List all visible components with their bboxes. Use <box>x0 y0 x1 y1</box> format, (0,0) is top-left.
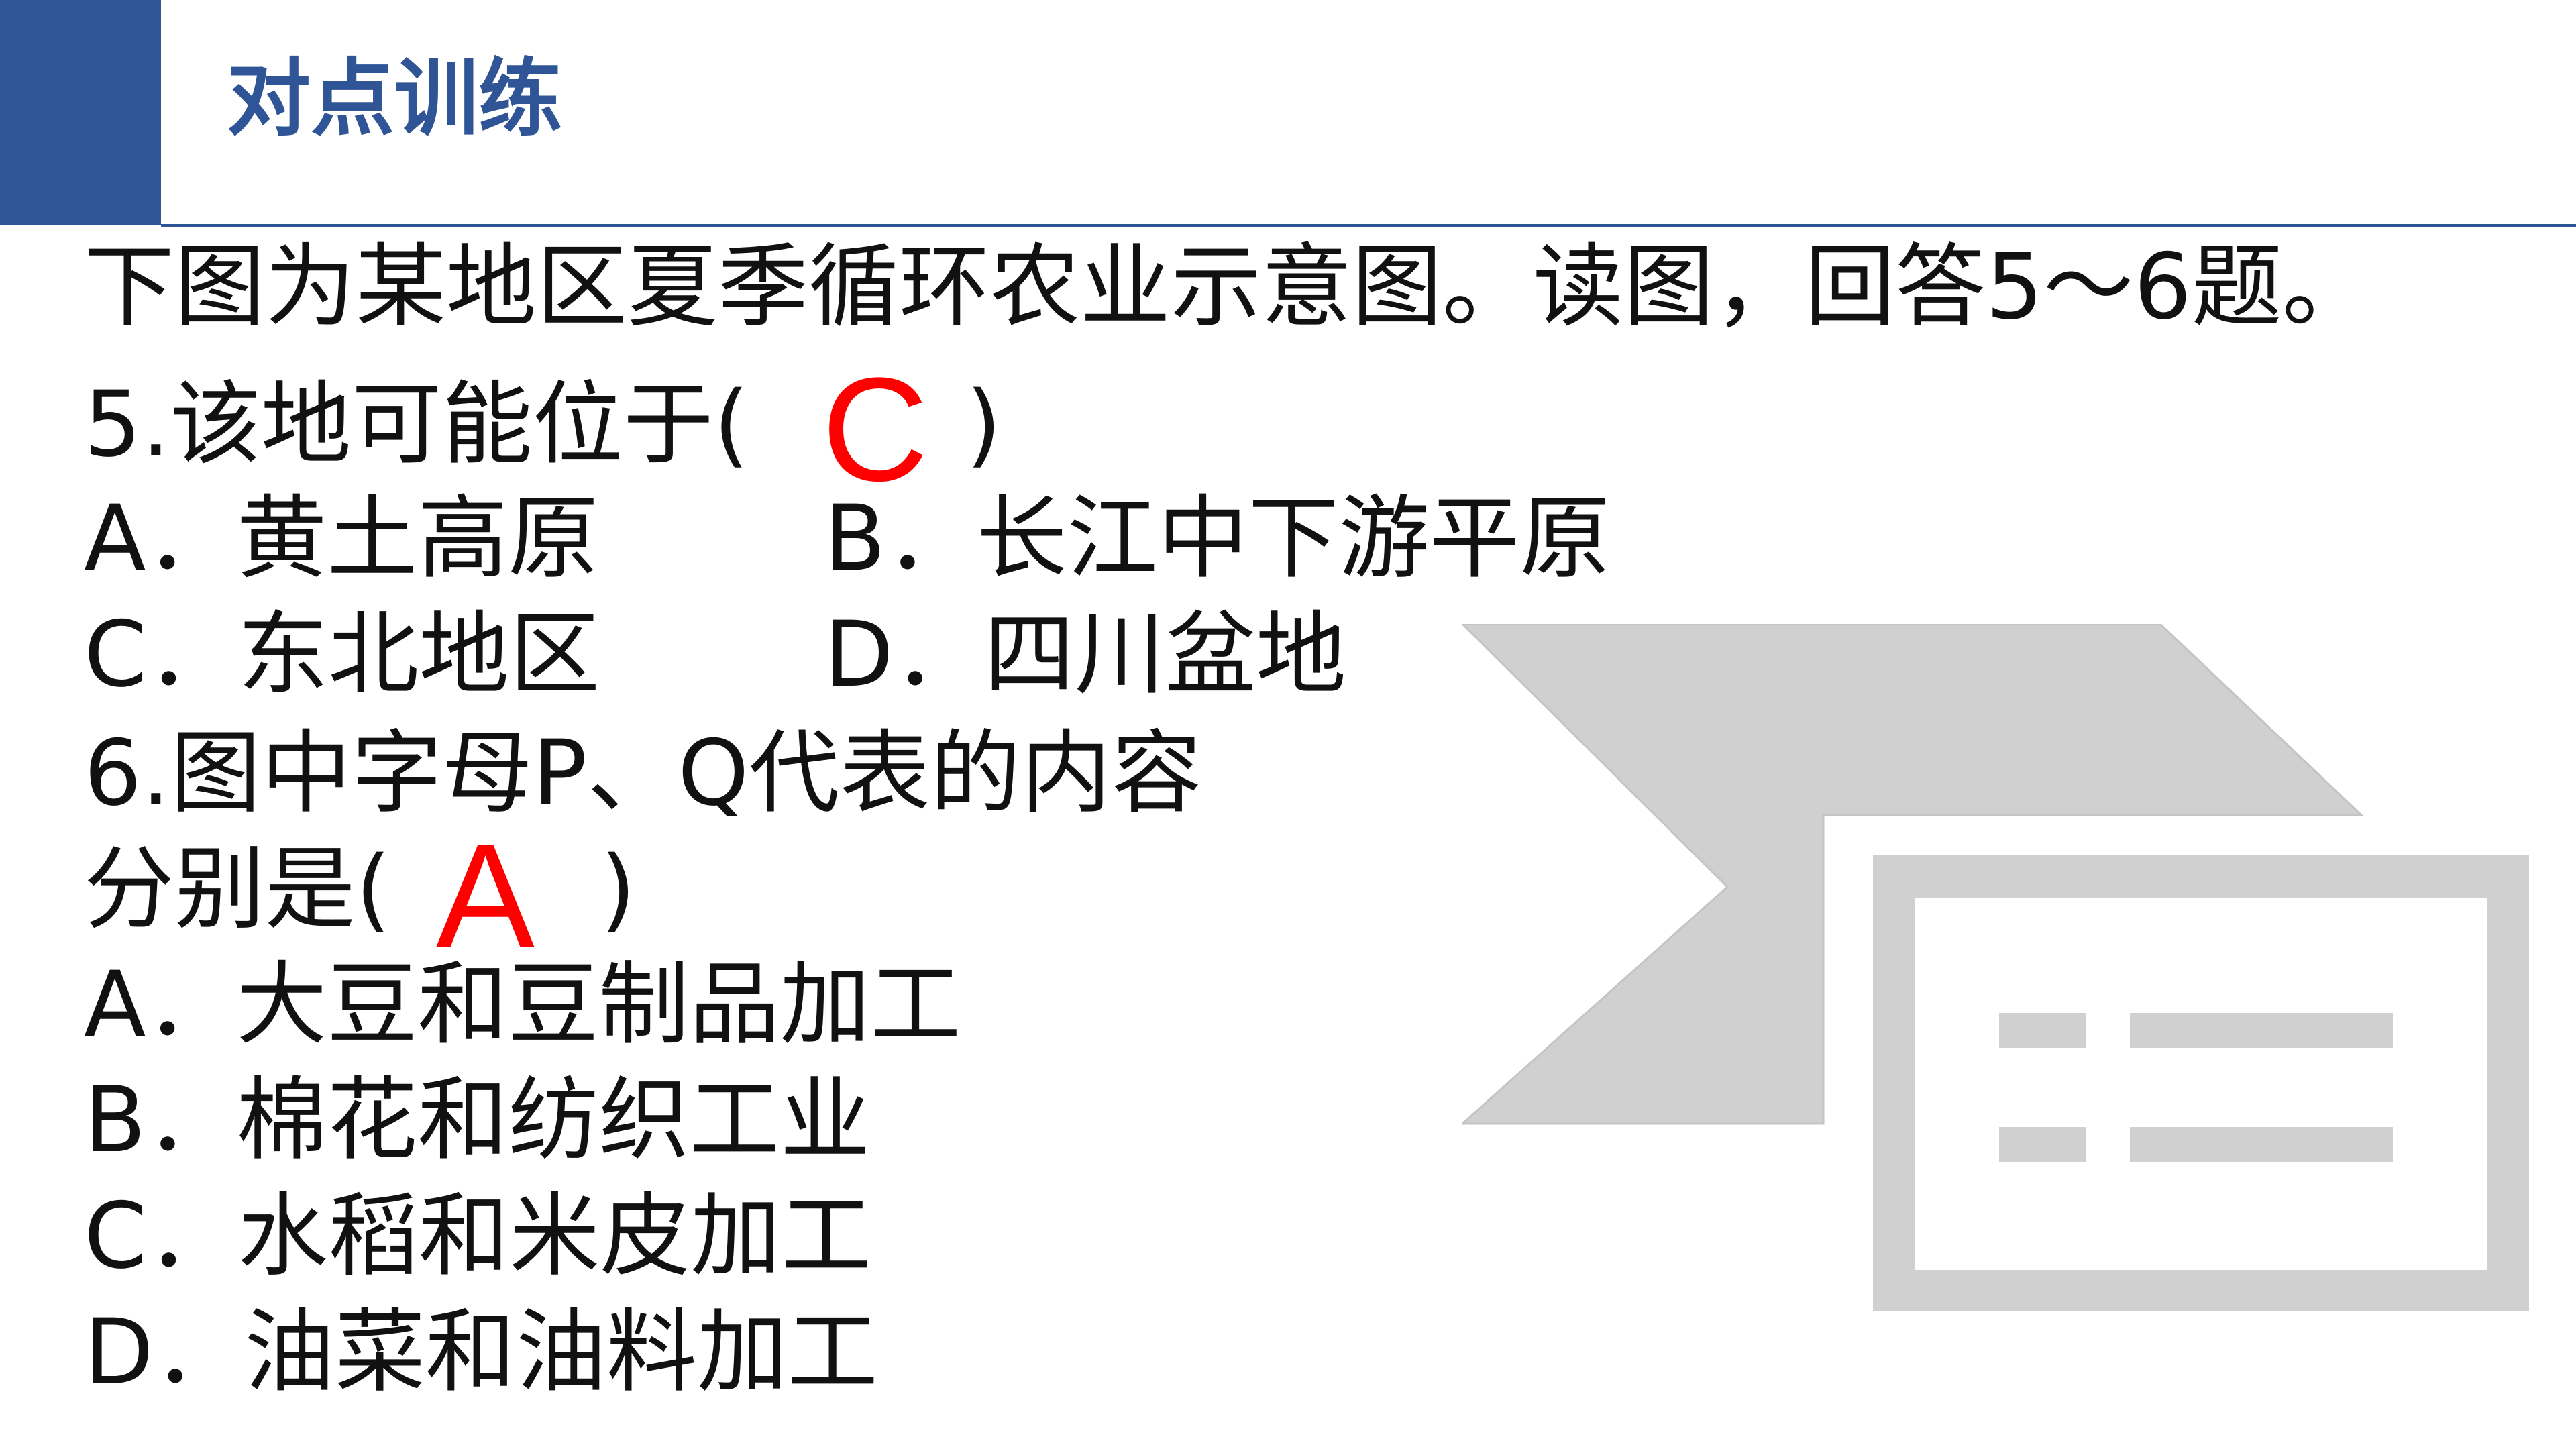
placeholder-document-inner <box>1915 898 2487 1270</box>
header-divider <box>161 224 2576 227</box>
placeholder-arrow-shape <box>1462 624 2364 1125</box>
q6-stem-close: ) <box>600 837 636 942</box>
q5-answer: C <box>822 347 928 512</box>
q6-answer: A <box>436 813 535 978</box>
q5-stem-open: 5.该地可能位于( <box>84 372 749 477</box>
q5-option-a: A．黄土高原 <box>84 486 599 591</box>
placeholder-bullet-1 <box>1999 1013 2086 1048</box>
intro-text: 下图为某地区夏季循环农业示意图。读图，回答5～6题。 <box>84 234 2373 339</box>
q6-stem-line1: 6.图中字母P、Q代表的内容 <box>84 720 1202 826</box>
q5-option-b: B．长江中下游平原 <box>824 486 1611 591</box>
q5-stem-close: ) <box>966 372 1002 477</box>
placeholder-bullet-2 <box>1999 1127 2086 1162</box>
q6-option-c: C．水稻和米皮加工 <box>84 1183 872 1289</box>
placeholder-line-2 <box>2130 1127 2393 1162</box>
q6-stem-open: 分别是( <box>84 837 391 942</box>
q5-stem: 5.该地可能位于( <box>84 379 749 470</box>
header-accent-bar <box>0 0 161 225</box>
q6-option-a: A．大豆和豆制品加工 <box>84 952 961 1057</box>
q5-option-c: C．东北地区 <box>84 602 600 707</box>
placeholder-line-1 <box>2130 1013 2393 1048</box>
slide-picture-placeholder-icon <box>1462 624 2529 1311</box>
q6-option-d: D．油菜和油料加工 <box>84 1299 878 1405</box>
q5-option-d: D．四川盆地 <box>824 602 1346 707</box>
page-title: 对点训练 <box>227 50 562 148</box>
q6-option-b: B．棉花和纺织工业 <box>84 1067 871 1173</box>
